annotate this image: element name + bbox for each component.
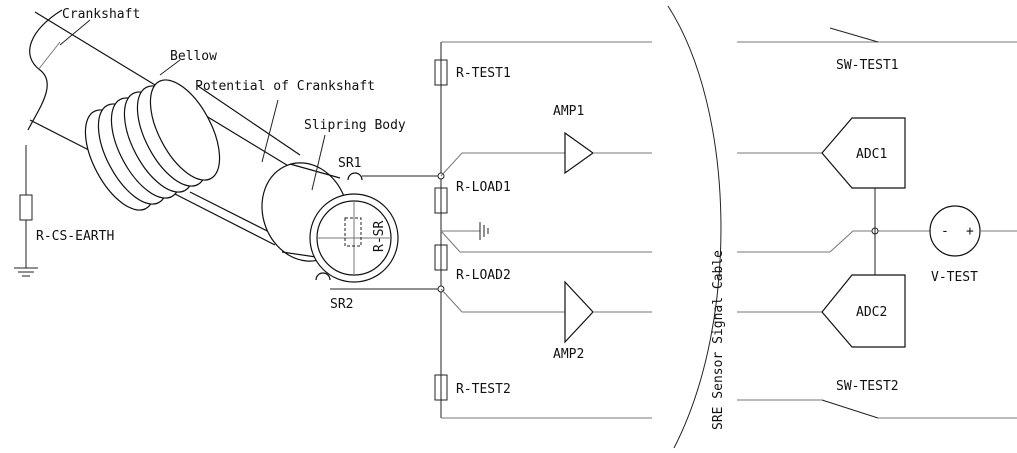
adc2-label: ADC2 — [856, 305, 887, 320]
sw-test1-label: SW-TEST1 — [836, 58, 899, 73]
sr2-label: SR2 — [330, 297, 353, 312]
sr1-contact — [347, 172, 441, 181]
sw-test2-label: SW-TEST2 — [836, 379, 899, 394]
bellow-leader — [159, 59, 181, 76]
middle-circuit — [434, 41, 652, 419]
amp2-label: AMP2 — [553, 347, 584, 362]
sr1-label: SR1 — [338, 156, 361, 171]
r-test2-resistor — [434, 374, 448, 401]
crankshaft-label: Crankshaft — [62, 7, 140, 22]
v-test-plus: + — [966, 224, 974, 239]
r-cs-earth-resistor — [14, 145, 38, 277]
r-sr-resistor — [344, 217, 362, 247]
r-load2-resistor — [434, 244, 448, 271]
potential-leader — [261, 99, 279, 163]
sw-test2-blade — [821, 399, 879, 419]
r-cs-earth-label: R-CS-EARTH — [36, 229, 114, 244]
slipring-body-label: Slipring Body — [304, 118, 406, 133]
cable-break-arc — [667, 5, 722, 449]
r-load2-label: R-LOAD2 — [456, 268, 511, 283]
crankshaft-leader — [59, 19, 91, 46]
sw-test1-blade — [829, 27, 879, 43]
v-test-minus: - — [941, 224, 949, 239]
adc1-box — [821, 117, 906, 189]
r-load1-resistor — [434, 187, 448, 214]
amp1-label: AMP1 — [553, 104, 584, 119]
cable-label: SRE Sensor Signal Cable — [711, 250, 726, 430]
v-test-label: V-TEST — [931, 270, 978, 285]
slipring-body — [261, 156, 399, 283]
r-test1-label: R-TEST1 — [456, 66, 511, 81]
potential-label: Potential of Crankshaft — [195, 79, 375, 94]
r-sr-label: R-SR — [372, 221, 387, 252]
r-load1-label: R-LOAD1 — [456, 180, 511, 195]
sr2-contact — [315, 272, 441, 290]
bellow-label: Bellow — [170, 49, 217, 64]
r-test1-resistor — [434, 59, 448, 86]
slipring-leader — [311, 134, 326, 191]
adc2-box — [821, 274, 906, 348]
right-circuit — [737, 27, 1017, 419]
adc1-label: ADC1 — [856, 147, 887, 162]
r-test2-label: R-TEST2 — [456, 382, 511, 397]
bellow-coils — [84, 79, 301, 241]
amp1-triangle — [564, 131, 595, 175]
amp2-triangle — [564, 280, 594, 344]
